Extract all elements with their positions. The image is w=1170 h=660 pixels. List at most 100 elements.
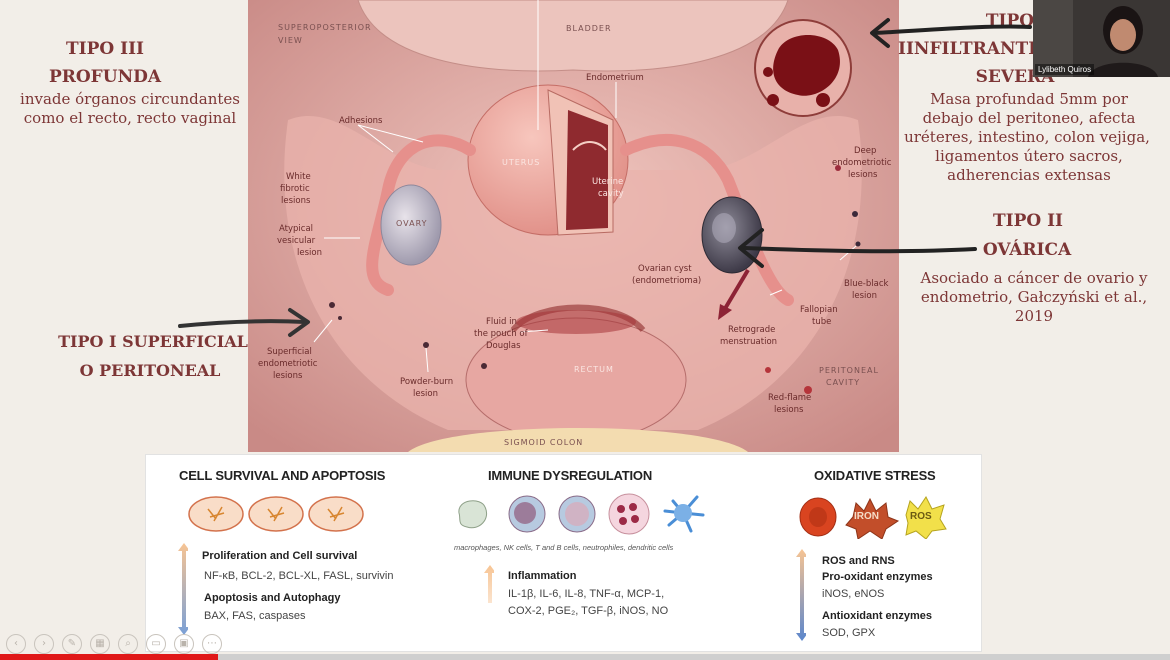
label-uterine-cavity-2: cavity bbox=[598, 189, 624, 199]
immune-up-label: Inflammation bbox=[508, 570, 577, 582]
cell-up-down-arrow bbox=[178, 543, 188, 635]
label-deep-2: endometriotic bbox=[832, 158, 892, 168]
oxidative-up-down-arrow bbox=[796, 549, 806, 641]
annotation-arrows bbox=[178, 18, 1032, 337]
presenter-view-button[interactable]: ▣ bbox=[174, 634, 194, 654]
immune-caption: macrophages, NK cells, T and B cells, ne… bbox=[454, 543, 674, 552]
immune-items-line1: IL-1β, IL-6, IL-8, TNF-α, MCP-1, bbox=[508, 588, 665, 600]
prev-slide-button[interactable]: ‹ bbox=[6, 634, 26, 654]
cell-down-label: Apoptosis and Autophagy bbox=[204, 592, 341, 604]
tipo2-desc-line1: Asociado a cáncer de ovario y bbox=[920, 269, 1148, 287]
pen-tool-button[interactable]: ✎ bbox=[62, 634, 82, 654]
label-retrograde-1: Retrograde bbox=[728, 325, 775, 335]
immune-up-arrow bbox=[484, 565, 494, 603]
label-blueblack-2: lesion bbox=[852, 291, 877, 301]
label-white-fibrotic-1: White bbox=[286, 172, 311, 182]
tipo3-desc-line1: invade órganos circundantes bbox=[20, 90, 240, 108]
label-deep-1: Deep bbox=[854, 146, 876, 156]
oxidative-up-label-1: ROS and RNS bbox=[822, 555, 895, 567]
label-atypical-1: Atypical bbox=[279, 224, 313, 234]
label-view-2: VIEW bbox=[278, 36, 303, 45]
cell-survival-title: CELL SURVIVAL AND APOPTOSIS bbox=[179, 468, 386, 483]
oxidative-icons bbox=[799, 496, 947, 539]
mechanisms-panel: CELL SURVIVAL AND APOPTOSIS Proliferatio… bbox=[145, 454, 982, 652]
next-slide-button[interactable]: › bbox=[34, 634, 54, 654]
label-peritoneal-1: PERITONEAL bbox=[819, 366, 879, 375]
tipo1-title-line1: TIPO I SUPERFICIAL bbox=[58, 332, 248, 351]
label-bladder: BLADDER bbox=[566, 24, 612, 33]
label-deep-3: lesions bbox=[848, 170, 878, 180]
immune-items-line2: COX-2, PGE₂, TGF-β, iNOS, NO bbox=[508, 605, 669, 617]
immune-cell-icons bbox=[458, 493, 705, 535]
label-adhesions: Adhesions bbox=[339, 116, 383, 126]
oxidative-up-label-2: Pro-oxidant enzymes bbox=[822, 571, 933, 583]
label-redflame-1: Red-flame bbox=[768, 393, 811, 403]
label-superficial-3: lesions bbox=[273, 371, 303, 381]
label-uterine-cavity-1: Uterine bbox=[592, 177, 623, 187]
label-fluid-3: Douglas bbox=[486, 341, 521, 351]
label-ovary: OVARY bbox=[396, 219, 428, 228]
label-ovarian-cyst-1: Ovarian cyst bbox=[638, 264, 692, 274]
tipo3-title-line1: TIPO III bbox=[66, 39, 144, 59]
label-superficial-1: Superficial bbox=[267, 347, 312, 357]
participant-video-tile[interactable]: Lylibeth Quiros bbox=[1033, 0, 1170, 77]
tipo4-desc-line3: uréteres, intestino, colon vejiga, bbox=[904, 128, 1150, 146]
tipo4-desc-line5: adherencias extensas bbox=[947, 166, 1111, 184]
label-atypical-3: lesion bbox=[297, 248, 322, 258]
oxidative-title: OXIDATIVE STRESS bbox=[814, 468, 936, 483]
label-fluid-2: the pouch of bbox=[474, 329, 529, 339]
label-peritoneal-2: CAVITY bbox=[826, 378, 860, 387]
tipo2-desc-line2: endometrio, Gałczyński et al., bbox=[920, 288, 1148, 306]
label-fallopian-2: tube bbox=[812, 317, 831, 327]
oxidative-ros-label: ROS bbox=[910, 511, 932, 522]
label-uterus: UTERUS bbox=[502, 158, 540, 167]
oxidative-iron-label: IRON bbox=[854, 511, 879, 522]
label-view-1: SUPEROPOSTERIOR bbox=[278, 23, 372, 32]
tipo1-title-line2: O PERITONEAL bbox=[79, 361, 221, 380]
arrow-tipo1 bbox=[178, 319, 307, 328]
oxidative-up-items: iNOS, eNOS bbox=[822, 588, 885, 600]
tipo2-title-line1: TIPO II bbox=[992, 211, 1064, 231]
tipo2-desc-line3: 2019 bbox=[1014, 307, 1054, 325]
label-superficial-2: endometriotic bbox=[258, 359, 318, 369]
slides-grid-button[interactable]: ▦ bbox=[90, 634, 110, 654]
progress-fill bbox=[0, 654, 218, 660]
tipo4-desc-line2: debajo del peritoneo, afecta bbox=[922, 109, 1136, 127]
tipo4-desc-line4: ligamentos útero sacros, bbox=[935, 147, 1123, 165]
subtitles-button[interactable]: ▭ bbox=[146, 634, 166, 654]
label-powder-2: lesion bbox=[413, 389, 438, 399]
label-endometrium: Endometrium bbox=[586, 73, 644, 83]
label-retrograde-2: menstruation bbox=[720, 337, 777, 347]
label-atypical-2: vesicular bbox=[277, 236, 316, 246]
label-ovarian-cyst-2: (endometrioma) bbox=[632, 276, 701, 286]
participant-name: Lylibeth Quiros bbox=[1035, 64, 1095, 75]
cell-up-items: NF-κB, BCL-2, BCL-XL, FASL, survivin bbox=[204, 570, 394, 582]
cell-up-label: Proliferation and Cell survival bbox=[202, 550, 358, 562]
label-powder-1: Powder-burn bbox=[400, 377, 453, 387]
label-white-fibrotic-2: fibrotic bbox=[280, 184, 310, 194]
immune-title: IMMUNE DYSREGULATION bbox=[488, 468, 653, 483]
label-blueblack-1: Blue-black bbox=[844, 279, 889, 289]
tipo2-title-line2: OVÁRICA bbox=[982, 240, 1072, 260]
oxidative-down-items: SOD, GPX bbox=[822, 627, 876, 639]
oxidative-down-label: Antioxidant enzymes bbox=[822, 610, 933, 622]
tipo3-title-line2: PROFUNDA bbox=[48, 67, 162, 87]
cell-down-items: BAX, FAS, caspases bbox=[204, 610, 306, 622]
arrow-tipo4 bbox=[873, 24, 1032, 35]
progress-track[interactable] bbox=[0, 654, 1170, 660]
label-fallopian-1: Fallopian bbox=[800, 305, 838, 315]
label-white-fibrotic-3: lesions bbox=[281, 196, 311, 206]
tipo3-desc-line2: como el recto, recto vaginal bbox=[23, 109, 237, 127]
label-redflame-2: lesions bbox=[774, 405, 804, 415]
arrow-tipo2 bbox=[743, 246, 977, 254]
tipo4-desc-line1: Masa profundad 5mm por bbox=[930, 90, 1128, 108]
label-fluid-1: Fluid in bbox=[486, 317, 517, 327]
label-rectum: RECTUM bbox=[574, 365, 614, 374]
label-sigmoid: SIGMOID COLON bbox=[504, 438, 583, 447]
more-options-button[interactable]: ⋯ bbox=[202, 634, 222, 654]
tipo4-title-line2: IINFILTRANTE bbox=[898, 39, 1042, 59]
cell-icons bbox=[188, 496, 364, 532]
endometriosis-anatomy-illustration: SUPEROPOSTERIOR VIEW BLADDER UTERUS RECT… bbox=[248, 0, 899, 452]
participant-avatar bbox=[1033, 0, 1170, 77]
zoom-button[interactable]: ⌕ bbox=[118, 634, 138, 654]
